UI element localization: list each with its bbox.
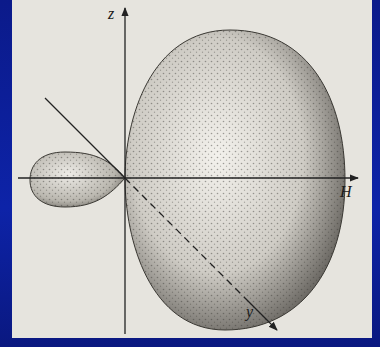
figure-panel — [12, 0, 372, 338]
minor-lobe — [30, 152, 125, 207]
z-axis — [124, 8, 125, 334]
axis-label: y — [246, 304, 253, 320]
y-axis-tip — [245, 298, 277, 330]
h-axis — [18, 177, 358, 178]
axis-label: H — [340, 184, 352, 200]
y-axis-hidden — [125, 178, 245, 298]
minor-lobe-stipple — [30, 152, 125, 207]
y-axis — [45, 98, 125, 178]
axis-label: z — [108, 6, 114, 22]
main-lobe-stipple — [125, 30, 345, 330]
main-lobe — [125, 30, 345, 330]
